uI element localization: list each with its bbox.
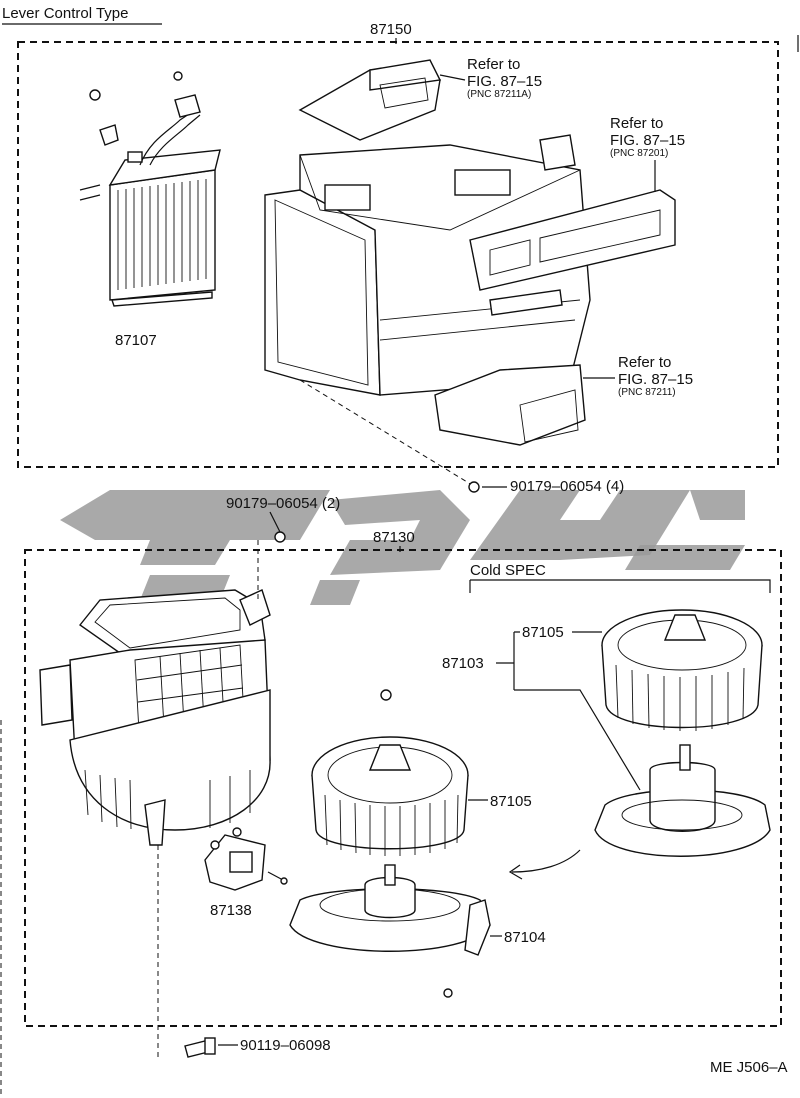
- resistor-label: 87138: [210, 902, 252, 919]
- resistor-drawing: [204, 827, 288, 891]
- heater-core-label: 87107: [115, 332, 157, 349]
- nut-left-icon: [274, 531, 286, 543]
- ref3-line1: Refer to: [618, 354, 671, 371]
- blower-case-drawing: [39, 589, 271, 846]
- ref1-line2: FIG. 87–15: [467, 73, 542, 90]
- fan-mid-drawing: [311, 689, 469, 856]
- ref2-pnc: (PNC 87201): [610, 148, 668, 159]
- heater-unit-drawing: [264, 59, 676, 446]
- watermark-logo: [60, 490, 745, 605]
- ref3-pnc: (PNC 87211): [618, 387, 676, 398]
- page-title: Lever Control Type: [2, 5, 128, 22]
- fan-top-drawing: [601, 609, 763, 731]
- bolt-icon: [184, 1037, 216, 1058]
- exchange-arrowhead: [508, 864, 523, 880]
- bolt-label: 90119–06098: [240, 1037, 331, 1054]
- motor-assy-drawing: [594, 744, 771, 857]
- motor-label: 87104: [504, 929, 546, 946]
- ref2-line1: Refer to: [610, 115, 663, 132]
- lower-assembly-box: [24, 549, 782, 1027]
- cold-spec-bracket: [469, 579, 771, 593]
- cold-spec-label: Cold SPEC: [470, 562, 546, 579]
- ref1-pnc: (PNC 87211A): [467, 89, 531, 100]
- ref1-line1: Refer to: [467, 56, 520, 73]
- motor-drawing: [289, 864, 491, 998]
- nut-left-label: 90179–06054 (2): [226, 495, 340, 512]
- fan-mid-label: 87105: [490, 793, 532, 810]
- nut-right-label: 90179–06054 (4): [510, 478, 624, 495]
- nut-right-dashline: [299, 379, 473, 486]
- lower-assembly-part-number: 87130: [373, 529, 415, 546]
- ref2-line2: FIG. 87–15: [610, 132, 685, 149]
- motor-assy-label: 87103: [442, 655, 484, 672]
- ref1-leader: [439, 74, 466, 81]
- motor-assy-bracket: [496, 631, 641, 791]
- upper-assembly-part-number: 87150: [370, 21, 412, 38]
- nut-left-leader: [269, 511, 281, 533]
- nut-right-icon: [468, 481, 480, 493]
- fan-top-label: 87105: [522, 624, 564, 641]
- ref3-line2: FIG. 87–15: [618, 371, 693, 388]
- upper-assembly-box: [17, 41, 779, 468]
- heater-core-drawing: [79, 71, 221, 307]
- exchange-arrow: [511, 849, 581, 873]
- figure-code: ME J506–A: [710, 1059, 788, 1076]
